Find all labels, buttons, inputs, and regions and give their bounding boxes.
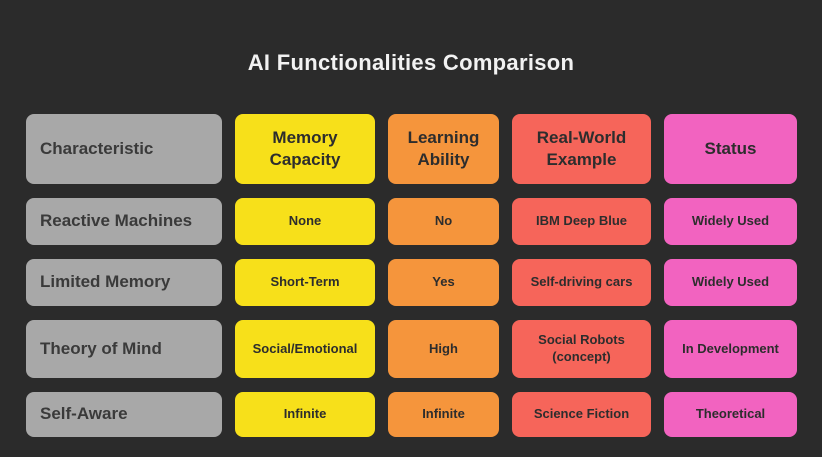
header-cell-learning-ability: Learning Ability xyxy=(388,114,499,184)
cell-theory-of-mind-memory-capacity: Social/Emotional xyxy=(235,320,375,378)
cell-self-aware-status: Theoretical xyxy=(664,392,797,437)
page-title: AI Functionalities Comparison xyxy=(247,50,575,75)
row-label-theory-of-mind: Theory of Mind xyxy=(26,320,222,378)
cell-reactive-machines-learning-ability: No xyxy=(388,198,499,245)
cell-self-aware-learning-ability: Infinite xyxy=(388,392,499,437)
cell-theory-of-mind-learning-ability: High xyxy=(388,320,499,378)
header-cell-memory-capacity: Memory Capacity xyxy=(235,114,375,184)
header-cell-characteristic: Characteristic xyxy=(26,114,222,184)
cell-limited-memory-real-world-example: Self-driving cars xyxy=(512,259,651,306)
row-label-limited-memory: Limited Memory xyxy=(26,259,222,306)
cell-limited-memory-memory-capacity: Short-Term xyxy=(235,259,375,306)
header-cell-real-world-example: Real-World Example xyxy=(512,114,651,184)
cell-reactive-machines-memory-capacity: None xyxy=(235,198,375,245)
cell-theory-of-mind-status: In Development xyxy=(664,320,797,378)
cell-self-aware-real-world-example: Science Fiction xyxy=(512,392,651,437)
cell-theory-of-mind-real-world-example: Social Robots (concept) xyxy=(512,320,651,378)
cell-limited-memory-status: Widely Used xyxy=(664,259,797,306)
cell-reactive-machines-real-world-example: IBM Deep Blue xyxy=(512,198,651,245)
cell-limited-memory-learning-ability: Yes xyxy=(388,259,499,306)
row-label-reactive-machines: Reactive Machines xyxy=(26,198,222,245)
cell-reactive-machines-status: Widely Used xyxy=(664,198,797,245)
header-cell-status: Status xyxy=(664,114,797,184)
row-label-self-aware: Self-Aware xyxy=(26,392,222,437)
cell-self-aware-memory-capacity: Infinite xyxy=(235,392,375,437)
comparison-grid: Characteristic Memory Capacity Learning … xyxy=(26,114,797,437)
